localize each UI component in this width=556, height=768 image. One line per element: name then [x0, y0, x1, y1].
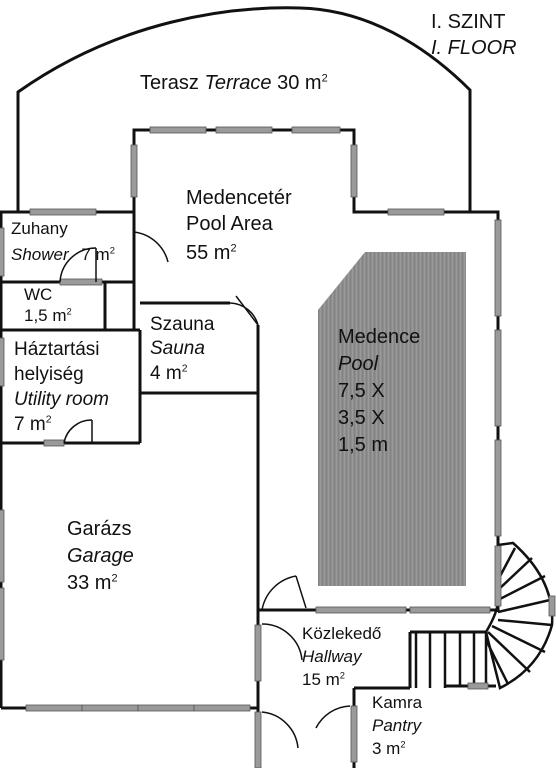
utility-size: 7 m2 — [14, 413, 52, 437]
pantry-size: 3 m2 — [372, 738, 406, 760]
garage-en: Garage — [67, 545, 134, 567]
hallway-area: 15 m — [302, 670, 340, 689]
door-swings — [59, 231, 351, 749]
garage-area: 33 m — [67, 572, 112, 594]
pantry-sup: 2 — [400, 739, 406, 750]
pool-dim2: 3,5 X — [338, 407, 385, 429]
pool-area-area: 55 m — [186, 242, 231, 264]
hallway-en: Hallway — [302, 647, 362, 666]
wc-area: 1,5 m — [24, 306, 67, 325]
floor-label-hu: I. SZINT — [431, 11, 506, 33]
wc-size: 1,5 m2 — [24, 305, 72, 327]
pool-en: Pool — [338, 353, 379, 375]
pool-area-sup: 2 — [230, 242, 237, 255]
garage-hu: Garázs — [67, 518, 132, 540]
terrace-label: Terasz Terrace 30 m2 — [140, 70, 328, 96]
sauna-size: 4 m2 — [150, 362, 188, 386]
sauna-area: 4 m — [150, 363, 182, 384]
shower-hu: Zuhany — [11, 219, 68, 238]
pool-dim3: 1,5 m — [338, 434, 389, 456]
windows — [0, 126, 556, 768]
utility-hu2: helyiség — [14, 364, 84, 385]
hallway-hu: Közlekedő — [302, 624, 382, 643]
pool-hu: Medence — [338, 326, 421, 348]
wc-hu: WC — [24, 285, 53, 304]
utility-area: 7 m — [14, 414, 46, 435]
utility-hu1: Háztartási — [14, 339, 100, 360]
pool-basin — [318, 252, 466, 586]
sauna-sup: 2 — [181, 363, 188, 375]
garage-sup: 2 — [111, 572, 118, 585]
shower-line: Shower 7 m2 — [11, 244, 115, 266]
pool-area-hu: Medencetér — [186, 187, 292, 209]
pantry-area: 3 m — [372, 739, 401, 758]
pantry-hu: Kamra — [372, 693, 423, 712]
pool-dim1: 7,5 X — [338, 380, 385, 402]
terrace-en: Terrace — [204, 72, 272, 94]
terrace-hu: Terasz — [140, 72, 199, 94]
terrace-sup: 2 — [321, 72, 328, 85]
wc-sup: 2 — [66, 306, 72, 317]
utility-sup: 2 — [45, 414, 52, 426]
shower-area: 7 m — [81, 245, 110, 264]
pantry-en: Pantry — [372, 716, 422, 735]
garage-size: 33 m2 — [67, 570, 118, 596]
shower-en: Shower — [11, 245, 69, 264]
floor-label-en: I. FLOOR — [431, 37, 517, 59]
sauna-en: Sauna — [150, 338, 205, 359]
hallway-size: 15 m2 — [302, 669, 345, 691]
sauna-hu: Szauna — [150, 314, 215, 335]
pool-area-en: Pool Area — [186, 213, 273, 235]
terrace-area: 30 m — [277, 72, 322, 94]
spiral-staircase — [484, 541, 554, 690]
pool-area-size: 55 m2 — [186, 240, 237, 266]
hallway-sup: 2 — [339, 670, 345, 681]
utility-en: Utility room — [14, 389, 110, 410]
shower-sup: 2 — [109, 245, 115, 256]
terrace-outline — [16, 6, 472, 212]
straight-stairs — [414, 632, 476, 688]
